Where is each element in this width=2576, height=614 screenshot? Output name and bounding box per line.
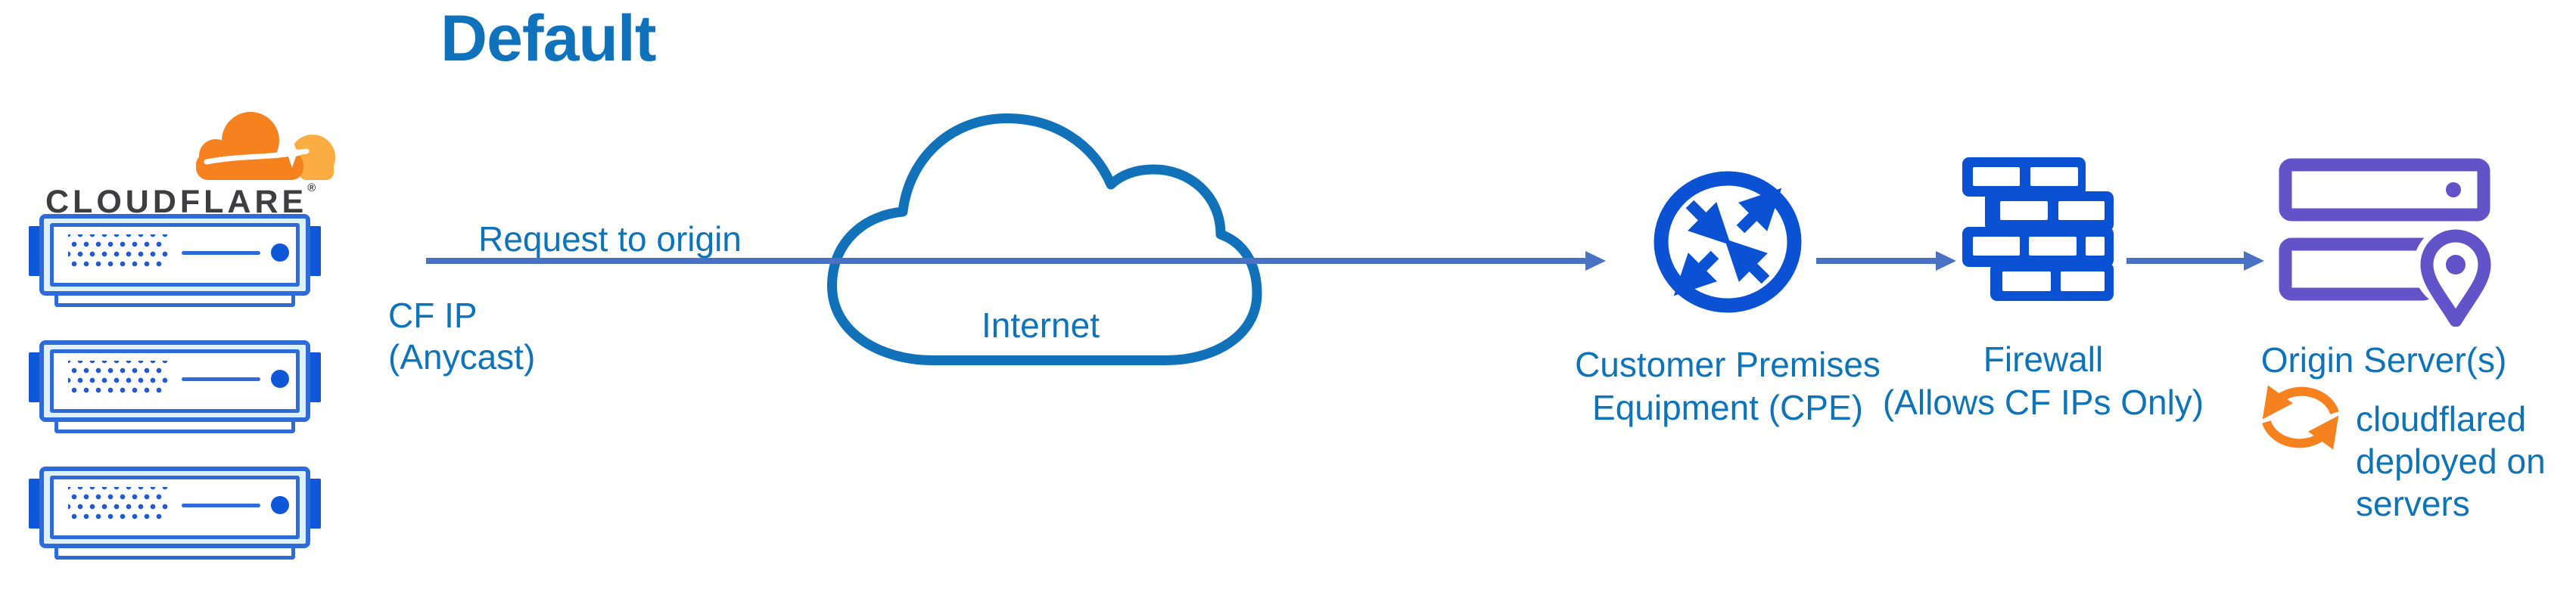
rack-slot-line — [182, 251, 260, 255]
rack-side-tab — [29, 479, 41, 529]
internet-label: Internet — [982, 305, 1100, 345]
firewall-label-line2: (Allows CF IPs Only) — [1882, 383, 2204, 422]
cpe-to-firewall-arrow-line — [1816, 258, 1937, 264]
request-arrow-line — [426, 258, 1587, 264]
registered-mark: ® — [307, 181, 316, 194]
cpe-to-firewall-arrow-head — [1936, 251, 1956, 271]
request-to-origin-label: Request to origin — [478, 219, 742, 259]
firewall-to-origin-arrow-head — [2244, 251, 2264, 271]
rack-side-tab — [309, 226, 321, 276]
cloudflared-note-line2: deployed on — [2356, 442, 2546, 481]
cloudflare-server-rack-2 — [29, 340, 321, 436]
cloudflare-server-rack-1 — [29, 214, 321, 310]
cf-ip-line2: (Anycast) — [388, 337, 536, 377]
rack-vent-dots — [68, 361, 168, 397]
firewall-brick-icon — [1962, 157, 2114, 301]
firewall-label: Firewall (Allows CF IPs Only) — [1854, 338, 2232, 424]
cloudflared-sync-icon — [2262, 385, 2339, 450]
cpe-label: Customer Premises Equipment (CPE) — [1538, 343, 1917, 429]
rack-slot-line — [182, 377, 260, 381]
firewall-to-origin-arrow-line — [2126, 258, 2245, 264]
cloudflared-note: cloudflared deployed on servers — [2356, 398, 2546, 525]
cpe-router-icon — [1654, 171, 1802, 313]
cloudflare-server-rack-3 — [29, 467, 321, 563]
cloudflared-note-line3: servers — [2356, 484, 2470, 523]
rack-led-dot — [271, 243, 289, 262]
origin-servers-label: Origin Server(s) — [2260, 340, 2507, 380]
cpe-label-line2: Equipment (CPE) — [1592, 388, 1863, 427]
rack-led-dot — [271, 496, 289, 514]
cloudflared-note-line1: cloudflared — [2356, 399, 2527, 439]
cf-ip-line1: CF IP — [388, 296, 478, 335]
rack-vent-dots — [68, 487, 168, 523]
diagram-title: Default — [440, 2, 656, 75]
rack-side-tab — [309, 352, 321, 402]
cloudflare-logo-icon — [196, 112, 335, 180]
cf-ip-anycast-label: CF IP (Anycast) — [388, 295, 535, 378]
origin-servers-icon — [2279, 158, 2496, 327]
rack-slot-line — [182, 504, 260, 507]
rack-vent-dots — [68, 234, 168, 271]
internet-cloud-icon — [827, 113, 1262, 365]
rack-side-tab — [29, 352, 41, 402]
cpe-label-line1: Customer Premises — [1575, 345, 1881, 384]
rack-led-dot — [271, 370, 289, 388]
rack-side-tab — [29, 226, 41, 276]
request-arrow-head — [1585, 251, 1606, 271]
rack-side-tab — [309, 479, 321, 529]
firewall-label-line1: Firewall — [1983, 340, 2104, 379]
